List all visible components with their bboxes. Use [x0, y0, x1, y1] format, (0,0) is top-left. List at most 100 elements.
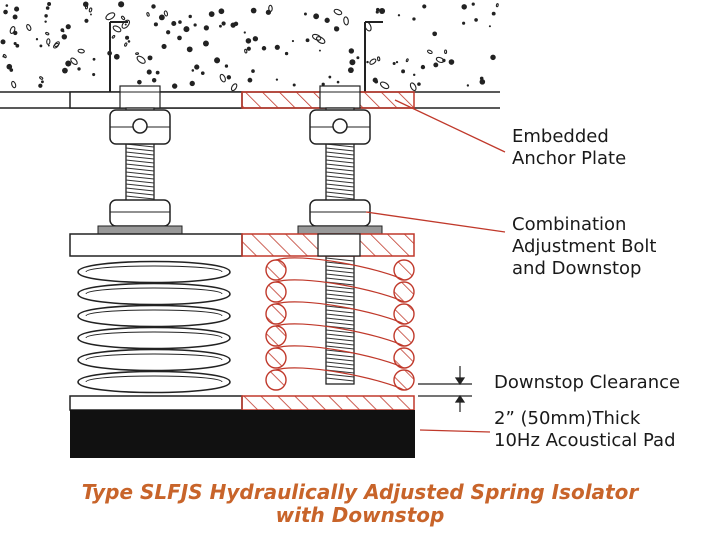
- concrete-speck: [153, 22, 158, 27]
- concrete-speck: [188, 14, 192, 19]
- concrete-speck: [372, 77, 378, 83]
- concrete-speck: [311, 33, 322, 41]
- concrete-speck: [420, 64, 426, 70]
- concrete-speck: [433, 62, 439, 68]
- concrete-speck: [177, 35, 182, 41]
- concrete-speck: [6, 63, 13, 70]
- concrete-speck: [426, 49, 433, 55]
- concrete-speck: [88, 7, 93, 13]
- left-lower-nut: [109, 199, 171, 227]
- concrete-speck: [171, 20, 177, 26]
- concrete-speck: [65, 24, 71, 30]
- concrete-speck: [397, 14, 401, 17]
- concrete-speck: [376, 56, 381, 62]
- concrete-speck: [40, 80, 44, 84]
- acoustical-pad-label: 2” (50mm)Thick 10Hz Acoustical Pad: [494, 408, 676, 452]
- right-spring: [265, 257, 415, 391]
- concrete-speck: [200, 71, 205, 76]
- concrete-speck: [422, 4, 427, 9]
- leader-lines: [365, 99, 506, 433]
- concrete-speck: [65, 60, 72, 67]
- concrete-speck: [147, 55, 153, 61]
- concrete-speck: [466, 84, 470, 87]
- diagram-title: Type SLFJS Hydraulically Adjusted Spring…: [81, 480, 639, 504]
- concrete-speck: [490, 54, 496, 61]
- acoustical-pad-label-line1: 2” (50mm)Thick: [494, 408, 641, 429]
- concrete-speck: [409, 82, 417, 92]
- concrete-speck: [243, 31, 246, 34]
- concrete-speck: [105, 12, 116, 21]
- concrete-speck: [44, 14, 48, 18]
- adjustment-bolt-label-line1: Combination: [512, 214, 627, 235]
- concrete-speck: [77, 67, 81, 71]
- concrete-speck: [230, 83, 238, 92]
- concrete-speck: [245, 38, 252, 44]
- concrete-speck: [62, 67, 68, 74]
- concrete-speck: [432, 31, 438, 37]
- concrete-speck: [171, 83, 178, 89]
- adjustment-bolt-label: Combination Adjustment Bolt and Downstop: [512, 214, 656, 280]
- concrete-speck: [224, 64, 229, 68]
- concrete-speck: [395, 61, 399, 64]
- concrete-speck: [417, 82, 421, 86]
- left-bolt-assembly: [97, 107, 183, 235]
- adjustment-bolt-label-line3: and Downstop: [512, 258, 642, 279]
- concrete-speck: [120, 15, 126, 21]
- concrete-speck: [349, 59, 356, 66]
- concrete-speck: [178, 20, 182, 24]
- concrete-speck: [61, 34, 68, 40]
- concrete-speck: [137, 79, 142, 85]
- concrete-speck: [230, 22, 236, 28]
- concrete-speck: [461, 4, 467, 10]
- concrete-speck: [219, 24, 222, 28]
- concrete-speck: [246, 46, 251, 51]
- concrete-speck: [146, 69, 152, 75]
- right-nut-hole: [332, 118, 348, 134]
- concrete-speck: [163, 10, 169, 17]
- concrete-speck: [251, 69, 255, 73]
- embedded-anchor-plate: [69, 85, 415, 109]
- concrete-speck: [113, 53, 120, 60]
- concrete-speck: [491, 11, 496, 16]
- concrete-speck: [166, 30, 171, 35]
- concrete-speck: [84, 18, 89, 23]
- concrete-speck: [336, 80, 340, 84]
- anchor-plate-label-line1: Embedded: [512, 126, 609, 147]
- downstop-rod: [325, 255, 355, 385]
- concrete-speck: [47, 44, 50, 47]
- concrete-speck: [321, 82, 325, 86]
- lower-spring-plate: [69, 395, 415, 411]
- concrete-speck: [13, 30, 18, 36]
- concrete-speck: [343, 16, 349, 26]
- acoustical-pad: [70, 410, 415, 458]
- spring-coil-section: [265, 303, 287, 325]
- concrete-speck: [90, 13, 92, 16]
- concrete-speck: [462, 21, 466, 25]
- concrete-speck: [44, 20, 47, 23]
- concrete-speck: [151, 4, 156, 9]
- concrete-speck: [401, 69, 406, 74]
- concrete-speck: [495, 3, 499, 8]
- concrete-speck: [70, 57, 78, 65]
- concrete-speck: [405, 58, 409, 63]
- concrete-speck: [127, 40, 131, 43]
- concrete-speck: [375, 7, 380, 12]
- concrete-speck: [214, 57, 221, 64]
- concrete-speck: [39, 76, 44, 80]
- concrete-speck: [155, 70, 160, 75]
- right-lower-nut: [309, 199, 371, 227]
- spring-coil-section: [265, 259, 287, 281]
- concrete-speck: [26, 23, 32, 31]
- left-nut-hole: [132, 118, 148, 134]
- concrete-speck: [324, 17, 330, 23]
- anchor-plate-label-line2: Anchor Plate: [512, 148, 627, 169]
- concrete-speck: [474, 18, 478, 22]
- anchor-plate-label: Embedded Anchor Plate: [512, 126, 626, 170]
- concrete-speck: [348, 48, 355, 54]
- concrete-speck: [221, 21, 226, 26]
- concrete-speck: [250, 7, 257, 14]
- concrete-speck: [191, 69, 195, 72]
- concrete-speck: [45, 6, 50, 10]
